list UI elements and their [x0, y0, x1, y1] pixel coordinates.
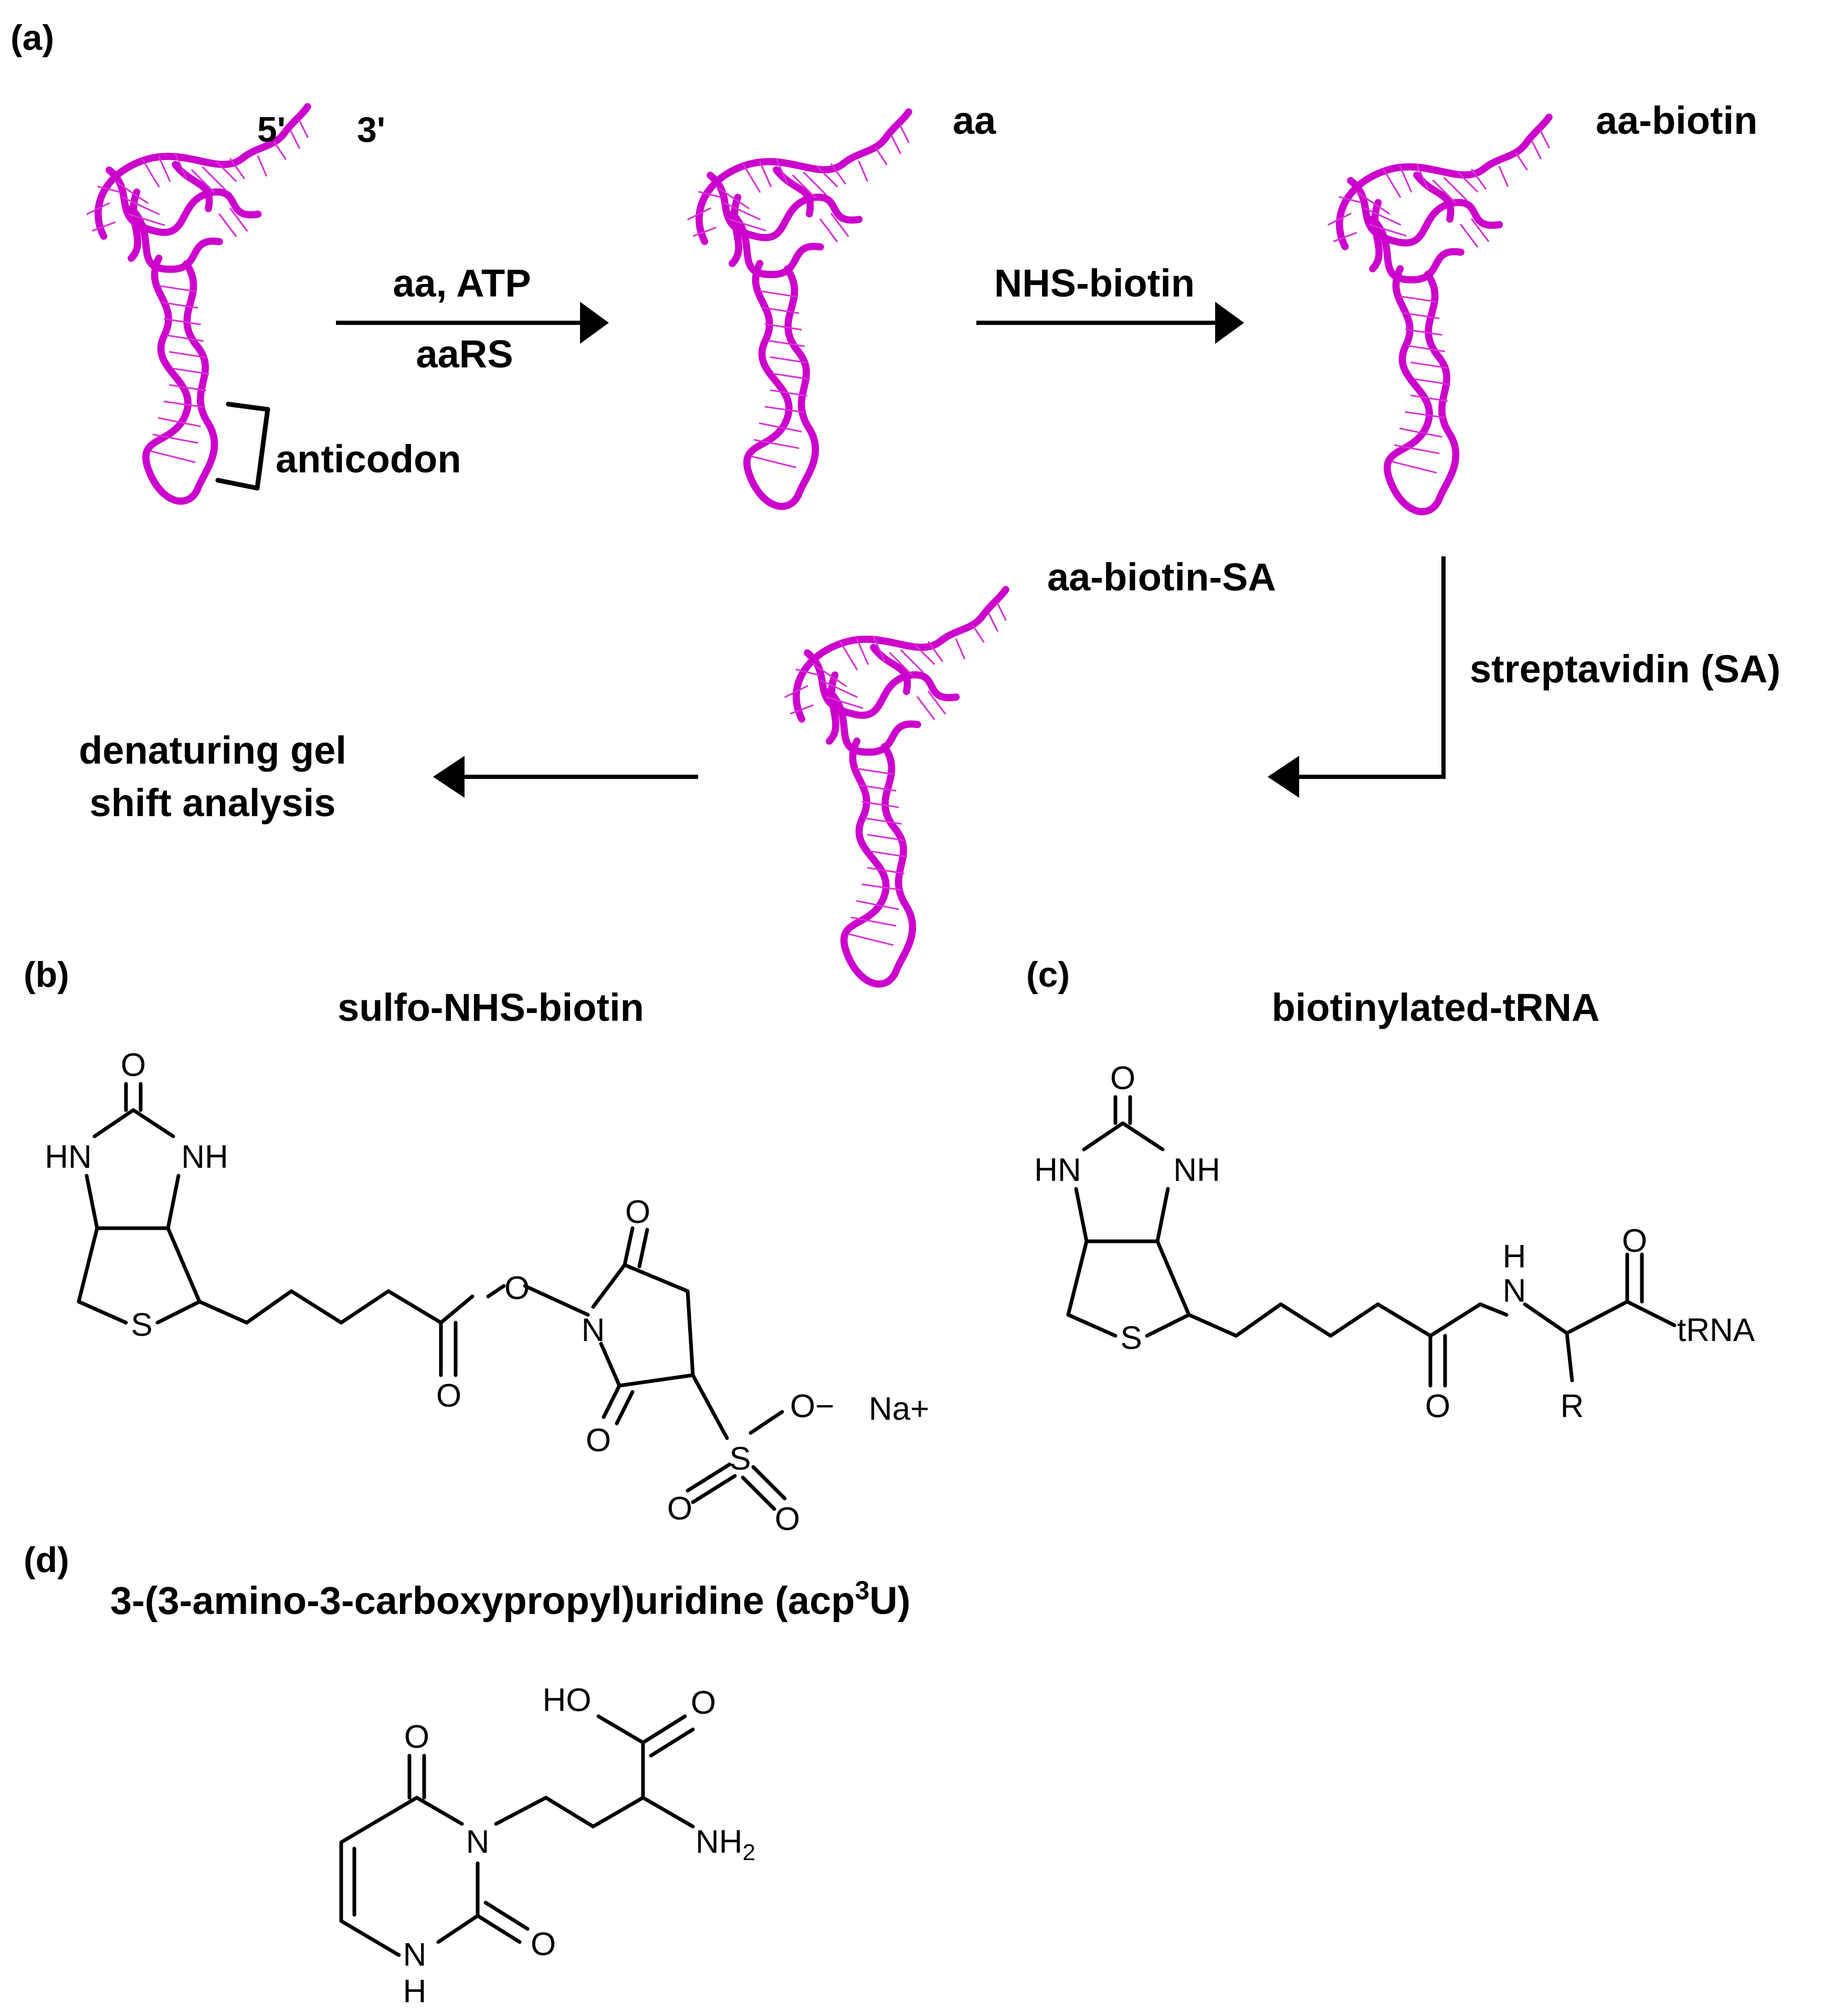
trna-biotin-sulfur: S [1120, 1320, 1142, 1356]
uracil-c2-oxygen: O [531, 1926, 556, 1962]
uracil-n1: N [403, 1937, 427, 1973]
five-prime-label: 5' [257, 110, 286, 150]
succinimide-nitrogen: N [582, 1312, 605, 1348]
nhs-biotin-label: NHS-biotin [994, 261, 1195, 305]
trna-uncharged [87, 107, 308, 501]
sulfonate-sulfur: S [729, 1441, 751, 1477]
three-prime-label: 3' [357, 110, 385, 150]
biotin-urea-oxygen: O [121, 1047, 146, 1083]
arrow-streptavidin [1268, 556, 1446, 798]
sulfo-nhs-biotin-structure [77, 1082, 787, 1511]
sulfonate-oxygen-right: O [775, 1501, 800, 1537]
uracil-c4-oxygen: O [404, 1719, 429, 1755]
gel-shift-label-line1: denaturing gel [79, 729, 346, 772]
trna-streptavidin-complex [785, 589, 1006, 984]
panel-d-label: (d) [24, 1540, 69, 1580]
uracil-n3: N [466, 1824, 490, 1860]
arrow-aminoacylation [336, 302, 609, 344]
sulfonate-oxygen-left: O [667, 1491, 692, 1527]
ester-carbonyl-oxygen-c: O [1622, 1223, 1647, 1259]
aa-biotin-sa-label: aa-biotin-SA [1047, 555, 1276, 599]
trna-biotin-hn: HN [1034, 1152, 1081, 1188]
sulfo-nhs-biotin-title: sulfo-NHS-biotin [338, 986, 644, 1029]
sulfonate-o-minus: O− [790, 1388, 834, 1424]
amide-carbonyl-oxygen: O [1425, 1388, 1450, 1424]
biotinylated-trna-structure [1066, 1095, 1677, 1388]
aa-biotin-label: aa-biotin [1596, 99, 1757, 142]
succinimide-top-oxygen: O [625, 1194, 650, 1230]
arrow-gel-analysis [433, 756, 698, 798]
anticodon-bracket [215, 402, 270, 491]
trna-charged [688, 112, 909, 506]
panel-a-label: (a) [10, 18, 54, 58]
aminoacylation-reagents-label: aa, ATP [393, 261, 531, 305]
amide-hydrogen: H [1503, 1239, 1526, 1275]
arrow-biotinylation [976, 302, 1244, 344]
aars-label: aaRS [416, 332, 513, 376]
succinimide-bottom-oxygen: O [586, 1422, 611, 1459]
anticodon-label: anticodon [276, 437, 461, 481]
ester-bridge-oxygen: O [504, 1270, 530, 1306]
carboxyl-oxygen: O [691, 1685, 716, 1721]
trna-biotin-nh: NH [1173, 1152, 1220, 1188]
amino-group: NH2 [696, 1824, 755, 1865]
biotin-nh-right: NH [181, 1139, 228, 1175]
biotin-sulfur: S [131, 1307, 152, 1343]
uracil-n1-hydrogen: H [403, 1973, 427, 2010]
streptavidin-label: streptavidin (SA) [1470, 647, 1780, 691]
acp3u-structure [339, 1714, 695, 1957]
aa-label: aa [953, 99, 996, 142]
acp3u-title: 3-(3-amino-3-carboxypropyl)uridine (acp3… [110, 1576, 910, 1622]
gel-shift-label-line2: shift analysis [90, 781, 336, 825]
amide-nitrogen: N [1503, 1273, 1526, 1309]
carboxyl-hydroxyl: HO [543, 1682, 592, 1718]
trna-attachment-label: tRNA [1677, 1312, 1755, 1348]
ester-carbonyl-oxygen: O [436, 1378, 461, 1414]
panel-c-label: (c) [1026, 955, 1070, 995]
panel-b-label: (b) [24, 955, 69, 995]
trna-biotinylated [1329, 117, 1549, 512]
side-chain-r: R [1561, 1388, 1584, 1424]
sodium-counterion: Na+ [869, 1391, 929, 1427]
biotin-hn-left: HN [45, 1139, 92, 1175]
trna-biotin-urea-oxygen: O [1110, 1060, 1135, 1096]
biotinylated-trna-title: biotinylated-tRNA [1272, 986, 1600, 1029]
